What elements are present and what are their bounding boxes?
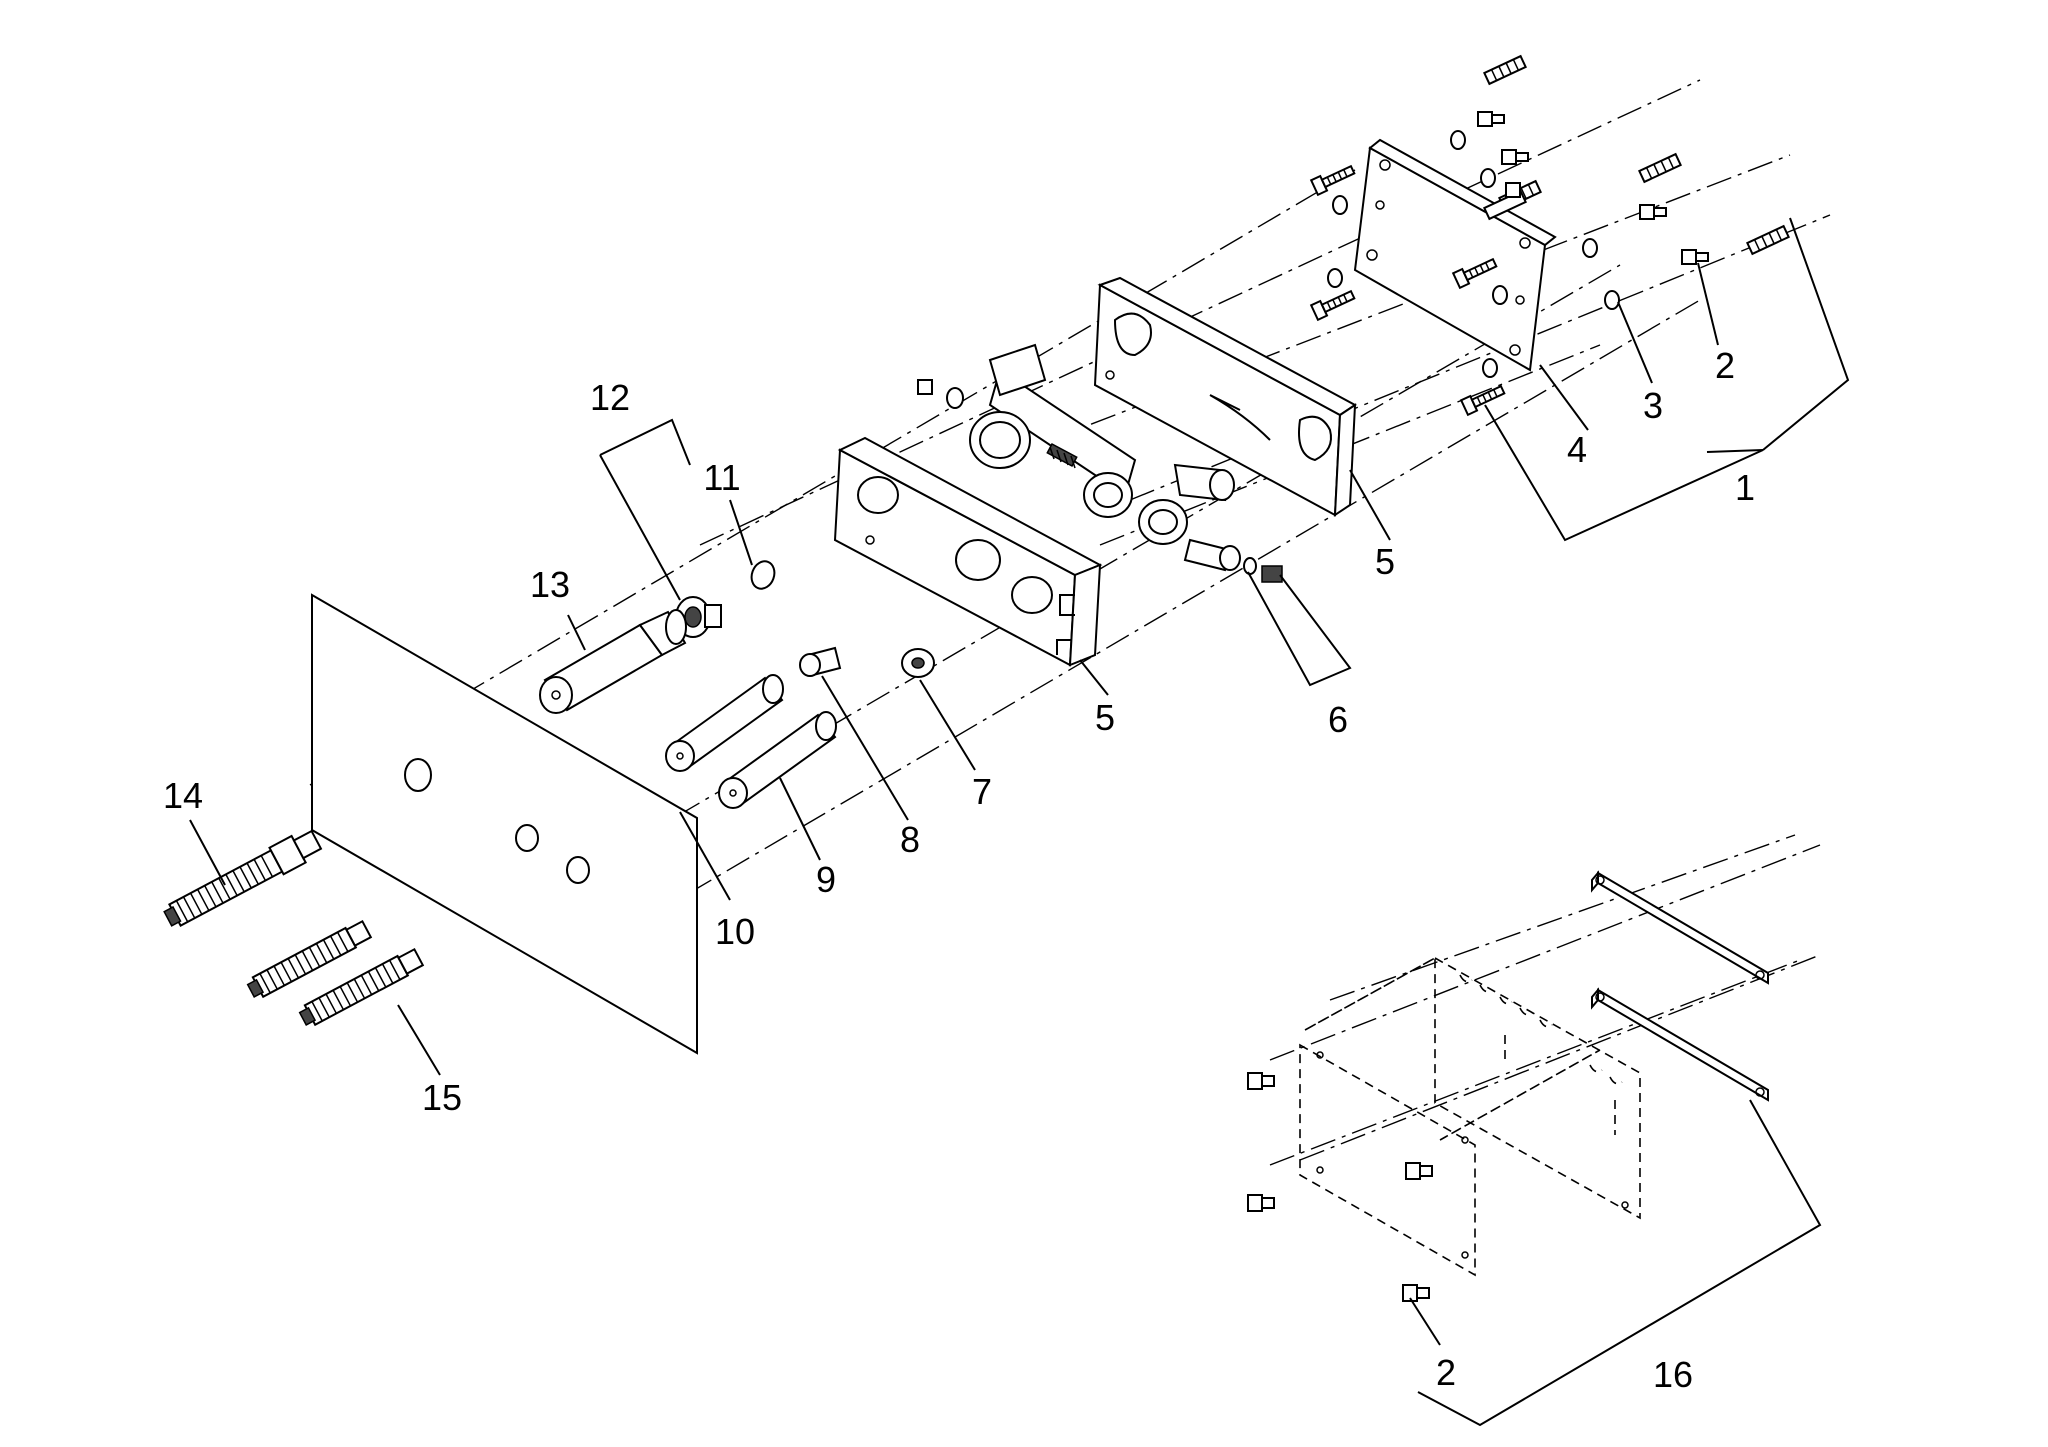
- part-14-handle: [163, 829, 323, 927]
- part-6-fitting: [1243, 557, 1283, 583]
- callout-8: 8: [900, 819, 920, 860]
- part-15-handle-lower: [298, 947, 425, 1027]
- callout-13: 13: [530, 564, 570, 605]
- callout-2: 2: [1436, 1352, 1456, 1393]
- callout-6: 6: [1328, 699, 1348, 740]
- callout-16: 16: [1653, 1354, 1693, 1395]
- valve-body: [917, 343, 1241, 572]
- part-11-o-ring: [750, 560, 776, 590]
- callout-11: 11: [703, 457, 740, 498]
- callout-2: 2: [1715, 345, 1735, 386]
- part-8-cap: [799, 646, 842, 677]
- callout-14: 14: [163, 775, 203, 816]
- part-9-cartridge-upper: [665, 674, 784, 772]
- wall-anchors-and-screws: [1309, 54, 1790, 417]
- callout-labels: 1 2 2 3 4 5 5 6 7 8 9 10 11 12 13 14 15 …: [163, 345, 1755, 1395]
- part-7-cap: [901, 648, 935, 678]
- callout-9: 9: [816, 859, 836, 900]
- callout-7: 7: [972, 771, 992, 812]
- mounting-plate-4: [1353, 138, 1557, 372]
- callout-4: 4: [1567, 429, 1587, 470]
- callout-5: 5: [1095, 697, 1115, 738]
- callout-15: 15: [422, 1077, 462, 1118]
- part-13-cartridge: [539, 609, 687, 714]
- callout-5: 5: [1375, 541, 1395, 582]
- bracket-assembly-16: [1247, 870, 1769, 1302]
- part-15-handle-upper: [246, 919, 373, 999]
- cover-plate-10: [311, 593, 698, 1055]
- housing-block-5-rear: [1093, 276, 1357, 517]
- callout-12: 12: [590, 377, 630, 418]
- leader-lines: [189, 217, 1850, 1427]
- callout-3: 3: [1643, 385, 1663, 426]
- part-9-cartridge-lower: [718, 711, 837, 809]
- callout-10: 10: [715, 911, 755, 952]
- callout-1: 1: [1735, 467, 1755, 508]
- housing-block-5-front: [833, 436, 1103, 667]
